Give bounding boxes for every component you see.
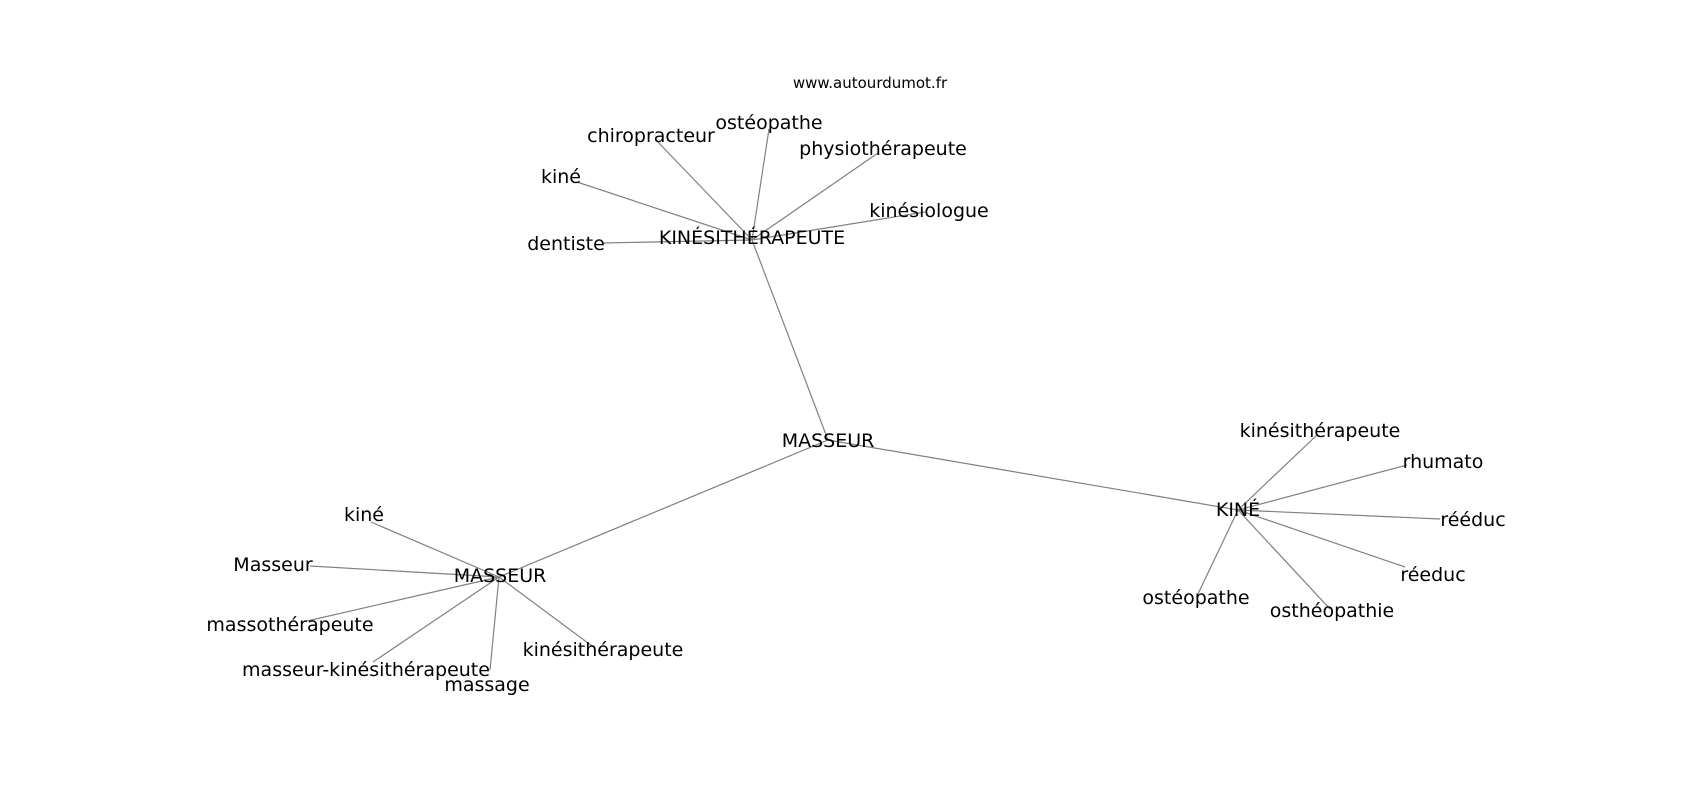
edges-layer xyxy=(306,128,1441,671)
labels-layer: MASSEURKINÉSITHÉRAPEUTEchiropracteurosté… xyxy=(206,112,1505,696)
edge-g1-leaf-3 xyxy=(576,181,753,241)
leaf-node-label-g2-4[interactable]: massage xyxy=(444,674,529,696)
edge-center-g3 xyxy=(827,439,1239,511)
leaf-node-label-g2-2[interactable]: massothérapeute xyxy=(206,614,373,636)
leaf-node-label-g2-3[interactable]: masseur-kinésithérapeute xyxy=(242,659,490,681)
leaf-node-label-g1-2[interactable]: physiothérapeute xyxy=(799,138,967,160)
leaf-node-label-g3-2[interactable]: rééduc xyxy=(1440,509,1505,531)
edge-g3-leaf-1 xyxy=(1237,464,1408,511)
edge-g1-leaf-2 xyxy=(751,152,879,241)
leaf-node-label-g3-1[interactable]: rhumato xyxy=(1403,451,1484,473)
edge-center-g2 xyxy=(498,439,829,578)
edge-g3-leaf-0 xyxy=(1237,434,1318,511)
hub-node-label-g3[interactable]: KINÉ xyxy=(1216,498,1260,521)
edge-g2-leaf-5 xyxy=(498,576,593,647)
leaf-node-label-g3-4[interactable]: ostéopathe xyxy=(1142,587,1249,609)
edge-g1-leaf-4 xyxy=(751,211,926,241)
leaf-node-label-g1-3[interactable]: kiné xyxy=(541,166,581,188)
edge-g1-leaf-1 xyxy=(751,128,770,241)
edge-g1-leaf-5 xyxy=(602,239,753,244)
hub-node-label-g2[interactable]: MASSEUR xyxy=(454,565,547,587)
edge-g1-leaf-0 xyxy=(655,139,753,241)
edge-g2-leaf-0 xyxy=(370,521,500,578)
edge-g3-leaf-5 xyxy=(1237,509,1331,610)
leaf-node-label-g3-0[interactable]: kinésithérapeute xyxy=(1240,420,1401,442)
edge-center-g1 xyxy=(751,239,829,441)
edge-g2-leaf-2 xyxy=(306,576,500,622)
site-watermark: www.autourdumot.fr xyxy=(793,74,948,92)
hub-node-label-g1[interactable]: KINÉSITHÉRAPEUTE xyxy=(659,226,845,249)
edge-g3-leaf-4 xyxy=(1196,509,1239,597)
edge-g3-leaf-2 xyxy=(1237,509,1441,520)
edge-g2-leaf-3 xyxy=(372,576,500,663)
leaf-node-label-g1-5[interactable]: dentiste xyxy=(527,233,605,255)
leaf-node-label-g1-0[interactable]: chiropracteur xyxy=(587,125,715,147)
leaf-node-label-g1-4[interactable]: kinésiologue xyxy=(869,200,989,222)
leaf-node-label-g3-3[interactable]: réeduc xyxy=(1400,564,1465,586)
edge-g2-leaf-4 xyxy=(489,576,500,671)
leaf-node-label-g3-5[interactable]: osthéopathie xyxy=(1270,600,1395,622)
edge-g3-leaf-3 xyxy=(1237,509,1406,568)
center-node-label[interactable]: MASSEUR xyxy=(782,430,875,452)
leaf-node-label-g2-5[interactable]: kinésithérapeute xyxy=(523,639,684,661)
leaf-node-label-g1-1[interactable]: ostéopathe xyxy=(715,112,822,134)
leaf-node-label-g2-1[interactable]: Masseur xyxy=(233,554,313,576)
leaf-node-label-g2-0[interactable]: kiné xyxy=(344,504,384,526)
edge-g2-leaf-1 xyxy=(309,565,500,578)
